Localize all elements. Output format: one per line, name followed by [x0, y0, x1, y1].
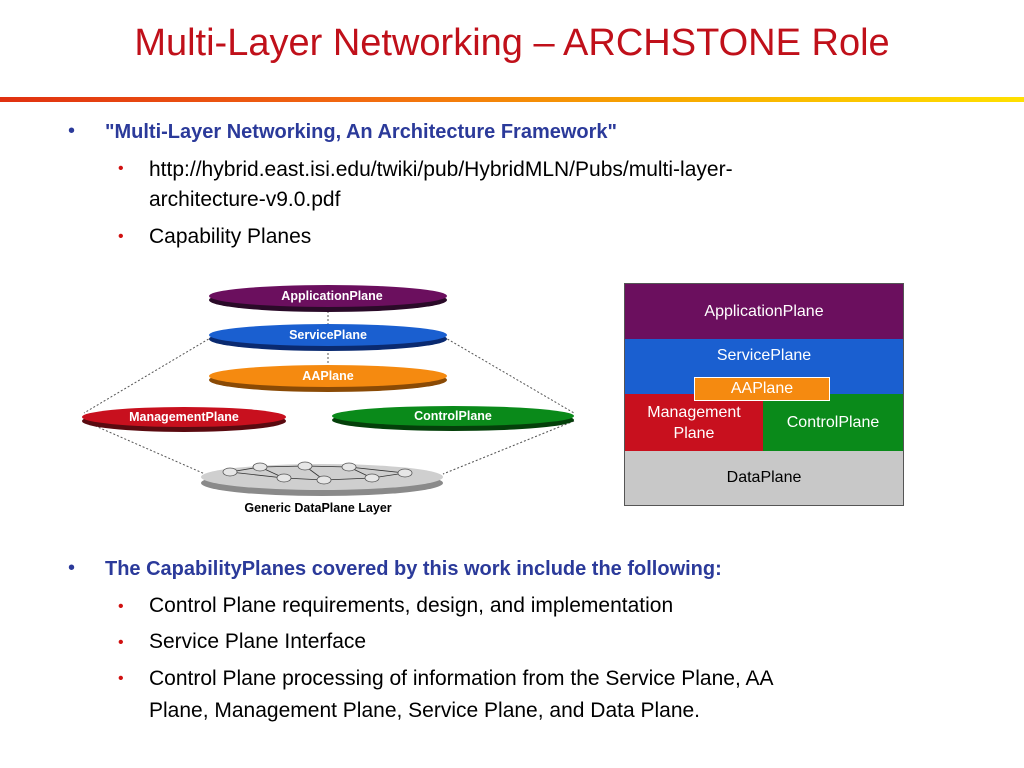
reference-url-line2: architecture-v9.0.pdf: [149, 188, 341, 211]
stack-management-plane: Management Plane: [625, 394, 763, 451]
stack-control-plane: ControlPlane: [763, 394, 903, 451]
bullet-marker: •: [118, 598, 124, 615]
application-plane-label: ApplicationPlane: [281, 289, 382, 303]
router-icon: [222, 461, 413, 485]
bullet-marker: •: [118, 634, 124, 651]
service-plane-disk: ServicePlane: [209, 324, 447, 351]
management-plane-disk: ManagementPlane: [82, 407, 286, 432]
capability-planes-stack-diagram: ApplicationPlane ServicePlane Management…: [624, 283, 904, 506]
dataplane-disk: [201, 461, 443, 496]
section1-heading: "Multi-Layer Networking, An Architecture…: [105, 121, 618, 143]
capability-planes-item: Capability Planes: [149, 225, 312, 248]
bullet-marker: •: [118, 670, 124, 687]
reference-url-line1: http://hybrid.east.isi.edu/twiki/pub/Hyb…: [149, 158, 733, 181]
title-divider: [0, 97, 1024, 102]
section2-item-line2: Plane, Management Plane, Service Plane, …: [149, 699, 701, 722]
section2-item-line1: Control Plane processing of information …: [149, 667, 774, 690]
section2-item: Service Plane Interface: [149, 630, 367, 653]
bullet-marker: •: [118, 160, 124, 177]
application-plane-disk: ApplicationPlane: [209, 285, 447, 312]
bullet-marker: •: [68, 120, 76, 142]
bullet-marker: •: [118, 228, 124, 245]
aa-plane-label: AAPlane: [302, 369, 353, 383]
management-plane-label: ManagementPlane: [129, 410, 239, 424]
stack-aa-plane: AAPlane: [694, 377, 830, 401]
dataplane-caption: Generic DataPlane Layer: [244, 501, 391, 515]
slide-title: Multi-Layer Networking – ARCHSTONE Role: [134, 22, 890, 64]
aa-plane-disk: AAPlane: [209, 365, 447, 392]
section2-item: Control Plane requirements, design, and …: [149, 594, 674, 617]
stack-management-label-line1: Management: [647, 403, 741, 421]
service-plane-label: ServicePlane: [289, 328, 367, 342]
control-plane-disk: ControlPlane: [332, 406, 574, 431]
stack-management-label-line2: Plane: [673, 424, 715, 442]
capability-planes-3d-diagram: ApplicationPlane ServicePlane AAPlane Ma…: [82, 285, 575, 515]
section2-heading: The CapabilityPlanes covered by this wor…: [105, 558, 722, 580]
control-plane-label: ControlPlane: [414, 409, 492, 423]
bullet-marker: •: [68, 557, 76, 579]
stack-application-plane: ApplicationPlane: [625, 284, 903, 339]
stack-data-plane: DataPlane: [625, 451, 903, 505]
